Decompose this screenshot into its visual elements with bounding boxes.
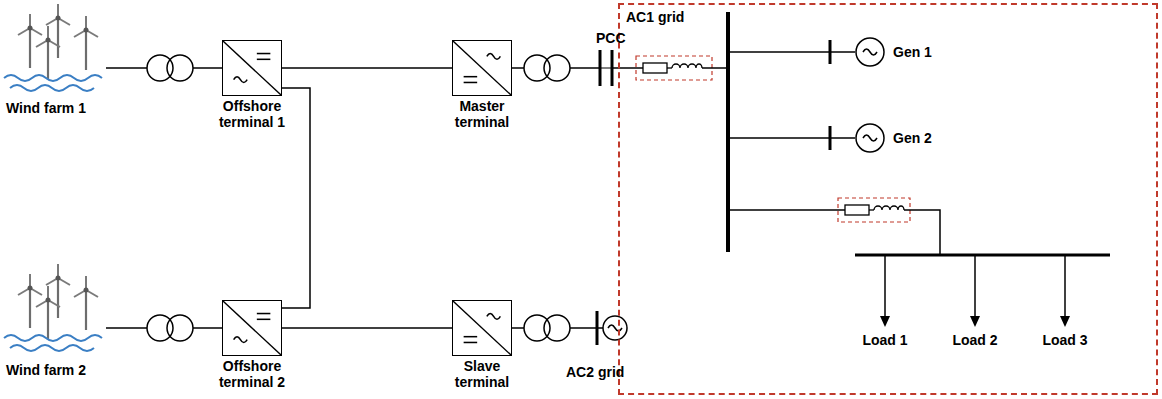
terminal-label: Master terminal (442, 98, 522, 130)
generator-circle: Gen 1 (855, 37, 885, 67)
ac-cable (512, 67, 524, 69)
ac-cable (728, 209, 845, 211)
ac-sign (234, 337, 248, 343)
ac-cable (869, 209, 874, 210)
load-arrow (974, 255, 976, 318)
ac-cable (597, 327, 603, 329)
generator-symbol (855, 123, 885, 153)
ac-cable (600, 68, 612, 69)
load-arrow (880, 316, 890, 327)
terminal-label: Slave terminal (442, 358, 522, 390)
converter-symbol (223, 301, 281, 355)
resistor-symbol (845, 205, 869, 215)
converter-box: Offshore terminal 2 (222, 300, 282, 356)
converter-diagonal (453, 41, 511, 95)
ac-cable (830, 137, 855, 139)
ac-sign (234, 77, 248, 83)
text-label: PCC (596, 30, 626, 46)
wind-farm-illustration (4, 4, 102, 91)
converter-symbol (453, 41, 511, 95)
ac-cable (106, 327, 147, 329)
ac-cable (106, 67, 147, 69)
generator-label: Gen 2 (893, 130, 932, 146)
ac-sign (487, 314, 501, 320)
transformer-symbol (147, 315, 193, 341)
dc-sign (257, 59, 271, 61)
dc-cable (282, 67, 452, 69)
dc-cable (282, 327, 452, 329)
dc-sign (464, 76, 478, 78)
converter-box: Master terminal (452, 40, 512, 96)
ac-cable (904, 210, 940, 255)
dc-cable (282, 88, 310, 308)
dc-sign (257, 319, 271, 321)
transformer-symbol (524, 55, 570, 81)
text-label: Wind farm 2 (6, 362, 86, 378)
ac-sign (487, 54, 501, 60)
converter-box: Offshore terminal 1 (222, 40, 282, 96)
ac-cable (728, 137, 830, 139)
wind-farm-illustration (4, 264, 102, 351)
dc-sign (257, 53, 271, 55)
line-impedance-frame (838, 198, 910, 222)
line-impedance-frame (636, 56, 712, 80)
ac-sign (863, 135, 877, 141)
generator-label: Gen 1 (893, 44, 932, 60)
main-bus-bar (726, 12, 730, 252)
dc-sign (464, 82, 478, 84)
ac-cable (702, 67, 728, 69)
load-arrow (1064, 255, 1066, 318)
inductor-symbol (874, 206, 904, 210)
text-label: Wind farm 1 (6, 100, 86, 116)
dc-sign (257, 313, 271, 315)
text-label: Load 3 (1042, 332, 1087, 348)
dc-sign (464, 336, 478, 338)
converter-diagonal (453, 301, 511, 355)
converter-symbol (453, 301, 511, 355)
ac-sign (863, 49, 877, 55)
text-label: Load 1 (862, 332, 907, 348)
load-bus-bar (855, 254, 1110, 257)
ac-cable (193, 67, 222, 69)
converter-diagonal (223, 301, 281, 355)
ac-cable (728, 51, 830, 53)
generator-symbol (855, 37, 885, 67)
dc-sign (464, 342, 478, 344)
ac-cable (193, 327, 222, 329)
converter-diagonal (223, 41, 281, 95)
ac-cable (667, 67, 672, 68)
ac-cable (512, 327, 524, 329)
generator-circle: Gen 2 (855, 123, 885, 153)
inductor-symbol (672, 64, 702, 68)
transformer-symbol (524, 315, 570, 341)
transformer-symbol (147, 55, 193, 81)
text-label: AC2 grid (566, 364, 624, 380)
converter-symbol (223, 41, 281, 95)
ac-cable (612, 67, 643, 69)
load-arrow (1060, 316, 1070, 327)
generator-outline (856, 38, 884, 66)
ac-cable (570, 327, 597, 329)
region-label: AC1 grid (620, 5, 690, 29)
resistor-symbol (643, 63, 667, 73)
text-label: Load 2 (952, 332, 997, 348)
ac-cable (570, 67, 600, 69)
generator-outline (856, 124, 884, 152)
converter-box: Slave terminal (452, 300, 512, 356)
load-arrow (970, 316, 980, 327)
ac-source-symbol (603, 316, 627, 340)
load-arrow (884, 255, 886, 318)
ac-cable (830, 51, 855, 53)
terminal-label: Offshore terminal 1 (212, 98, 292, 130)
terminal-label: Offshore terminal 2 (212, 358, 292, 390)
